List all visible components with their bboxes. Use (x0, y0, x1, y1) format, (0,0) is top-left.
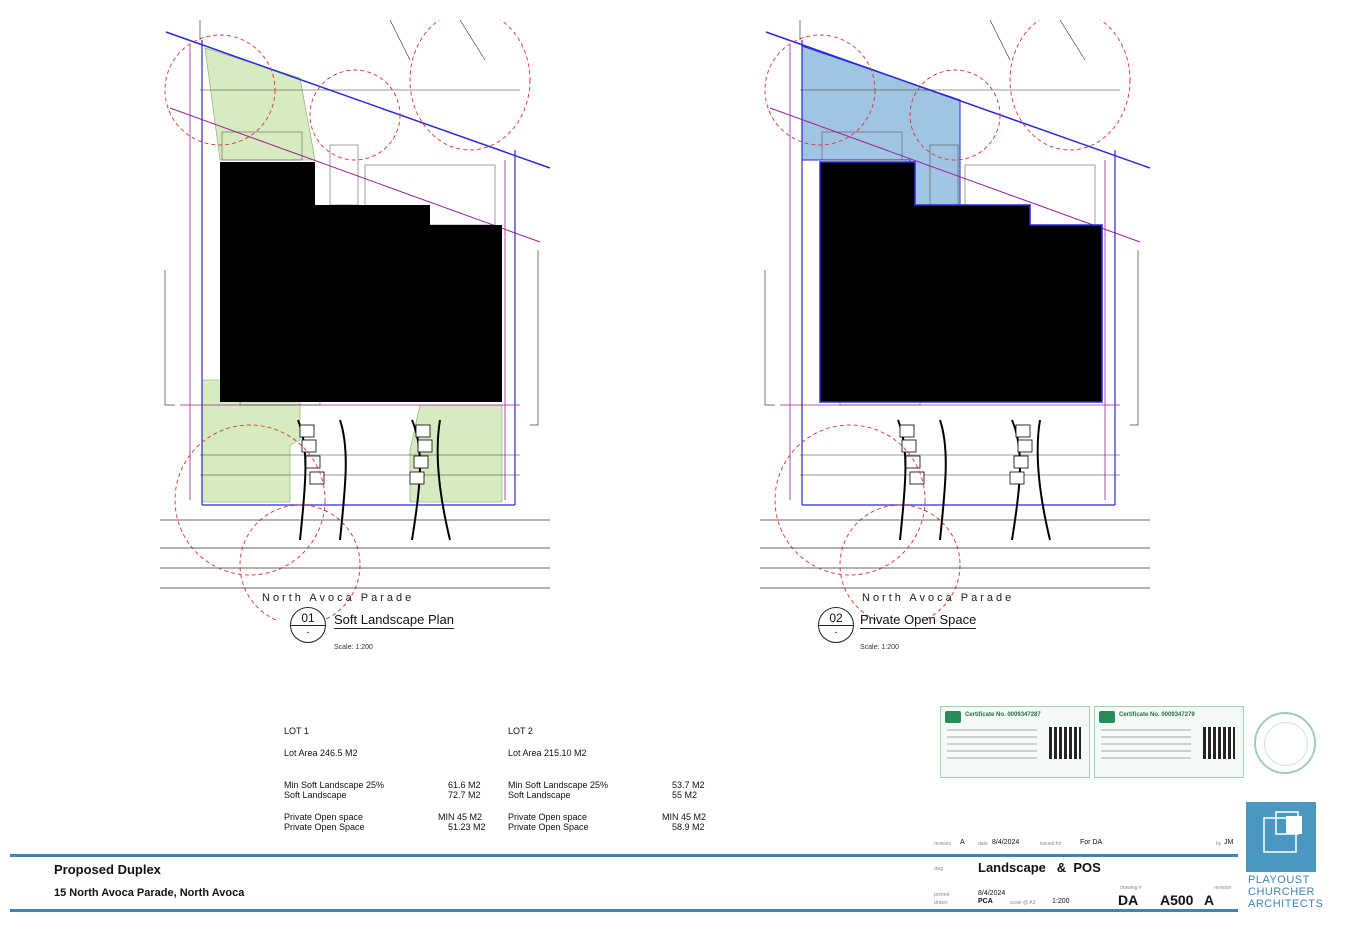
pos-label: Private Open Space (508, 822, 589, 832)
street-name-label: North Avoca Parade (262, 592, 415, 604)
drawing-sheet-title: Landscape & POS (978, 860, 1101, 875)
issue-label: issued for (1040, 841, 1062, 847)
lot2-area-table: LOT 2 Lot Area 215.10 M2 Min Soft Landsc… (508, 726, 718, 836)
min-pos-value: MIN 45 M2 (438, 812, 483, 822)
lot-area: Lot Area 246.5 M2 (284, 748, 358, 758)
by-label: by (1216, 841, 1222, 847)
lot-name: LOT 2 (508, 726, 533, 736)
min-soft-landscape-value: 61.6 M2 (448, 780, 481, 790)
pos-value: 51.23 M2 (448, 822, 486, 832)
min-soft-landscape-value: 53.7 M2 (672, 780, 705, 790)
qr-code-icon (1049, 727, 1081, 759)
private-open-space-drawing (760, 20, 1151, 620)
revision-value: A (960, 839, 965, 846)
drawn-value: PCA (978, 898, 993, 905)
min-pos-label: Private Open space (284, 812, 364, 822)
min-soft-landscape-label: Min Soft Landscape 25% (508, 780, 609, 790)
certificate-number: Certificate No. 0009347287 (965, 712, 1041, 718)
firm-name-line: ARCHITECTS (1248, 898, 1324, 910)
pos-label: Private Open Space (284, 822, 365, 832)
drawing-number: 02 (829, 611, 843, 625)
drawing-number: 01 (301, 611, 315, 625)
certificate-logo-icon (945, 711, 961, 723)
project-name: Proposed Duplex (54, 862, 161, 877)
printed-value: 8/4/2024 (978, 890, 1006, 897)
soft-landscape-value: 72.7 M2 (448, 790, 481, 800)
lot1-area-table: LOT 1 Lot Area 246.5 M2 Min Soft Landsca… (284, 726, 494, 836)
certificate-number: Certificate No. 0009347279 (1119, 712, 1195, 718)
certificate-logo-icon (1099, 711, 1115, 723)
date-value: 8/4/2024 (992, 839, 1020, 846)
drawing-scale: Scale: 1:200 (334, 644, 373, 651)
firm-logo-icon (1246, 802, 1316, 872)
drawing-prefix: DA (1118, 892, 1139, 908)
issue-value: For DA (1080, 839, 1103, 846)
drawing-number-label: drawing # (1120, 885, 1142, 891)
project-address: 15 North Avoca Parade, North Avoca (54, 887, 245, 899)
min-pos-label: Private Open space (508, 812, 588, 822)
soft-landscape-plan-drawing (160, 20, 551, 620)
firm-name-line: PLAYOUST (1248, 874, 1310, 886)
basix-certificate: Certificate No. 0009347279 (1094, 706, 1244, 778)
rev-label: revision (1214, 885, 1232, 891)
soft-landscape-label: Soft Landscape (508, 790, 571, 800)
drawing-number-value: A500 (1160, 892, 1194, 908)
drawing-title: Soft Landscape Plan (334, 612, 454, 629)
qr-code-icon (1203, 727, 1235, 759)
basix-certificate: Certificate No. 0009347287 (940, 706, 1090, 778)
lot-name: LOT 1 (284, 726, 309, 736)
scale-value: 1:200 (1052, 898, 1070, 905)
street-name-label: North Avoca Parade (862, 592, 1015, 604)
building-footprint (819, 161, 1103, 403)
building-footprint (220, 162, 502, 402)
pos-value: 58.9 M2 (672, 822, 705, 832)
soft-landscape-value: 55 M2 (672, 790, 698, 800)
drawing-number-badge: 01 - (290, 607, 326, 643)
drawing-scale: Scale: 1:200 (860, 644, 899, 651)
soft-landscape-label: Soft Landscape (284, 790, 347, 800)
drawing-title: Private Open Space (860, 612, 977, 629)
revision-label: revision (934, 841, 952, 847)
drawing-number-badge: 02 - (818, 607, 854, 643)
drawn-label: drawn (934, 900, 948, 906)
min-pos-value: MIN 45 M2 (662, 812, 707, 822)
titleblock-top-rule (10, 854, 1238, 857)
soft-landscape-area (409, 404, 503, 503)
by-value: JM (1224, 839, 1234, 846)
titleblock-bottom-rule (10, 909, 1238, 912)
firm-name: PLAYOUST CHURCHER ARCHITECTS (1248, 874, 1323, 910)
rev-value: A (1204, 892, 1215, 908)
printed-label: printed (934, 892, 950, 898)
scale-label: scale @ A3 (1010, 900, 1036, 906)
lot-area: Lot Area 215.10 M2 (508, 748, 587, 758)
dwg-label: dwg (934, 866, 944, 872)
accreditation-seal-icon (1254, 712, 1316, 774)
firm-name-line: CHURCHER (1248, 886, 1315, 898)
min-soft-landscape-label: Min Soft Landscape 25% (284, 780, 385, 790)
date-label: date (978, 841, 988, 847)
